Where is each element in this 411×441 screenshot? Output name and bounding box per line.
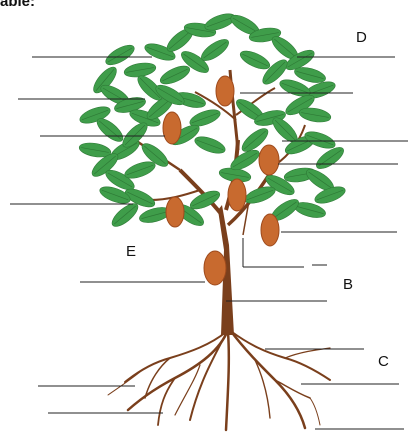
cocoa-pod — [261, 214, 279, 246]
cocoa-pod — [216, 76, 234, 106]
leaf — [158, 62, 192, 87]
leaf — [198, 35, 232, 64]
page-title-fragment: able: — [0, 0, 35, 10]
label-b: B — [343, 276, 353, 293]
cocoa-pod — [228, 179, 246, 211]
leaf — [103, 41, 137, 68]
label-e: E — [126, 243, 136, 260]
label-d: D — [356, 29, 367, 46]
leaf — [238, 47, 272, 72]
leaf — [94, 115, 127, 146]
label-c: C — [378, 353, 389, 370]
leaves — [78, 10, 348, 230]
cocoa-pod — [166, 197, 184, 227]
cocoa-pod — [259, 145, 279, 175]
leaf — [193, 133, 228, 156]
roots — [108, 330, 330, 430]
cocoa-pod — [163, 112, 181, 144]
cocoa-pod — [204, 251, 226, 285]
